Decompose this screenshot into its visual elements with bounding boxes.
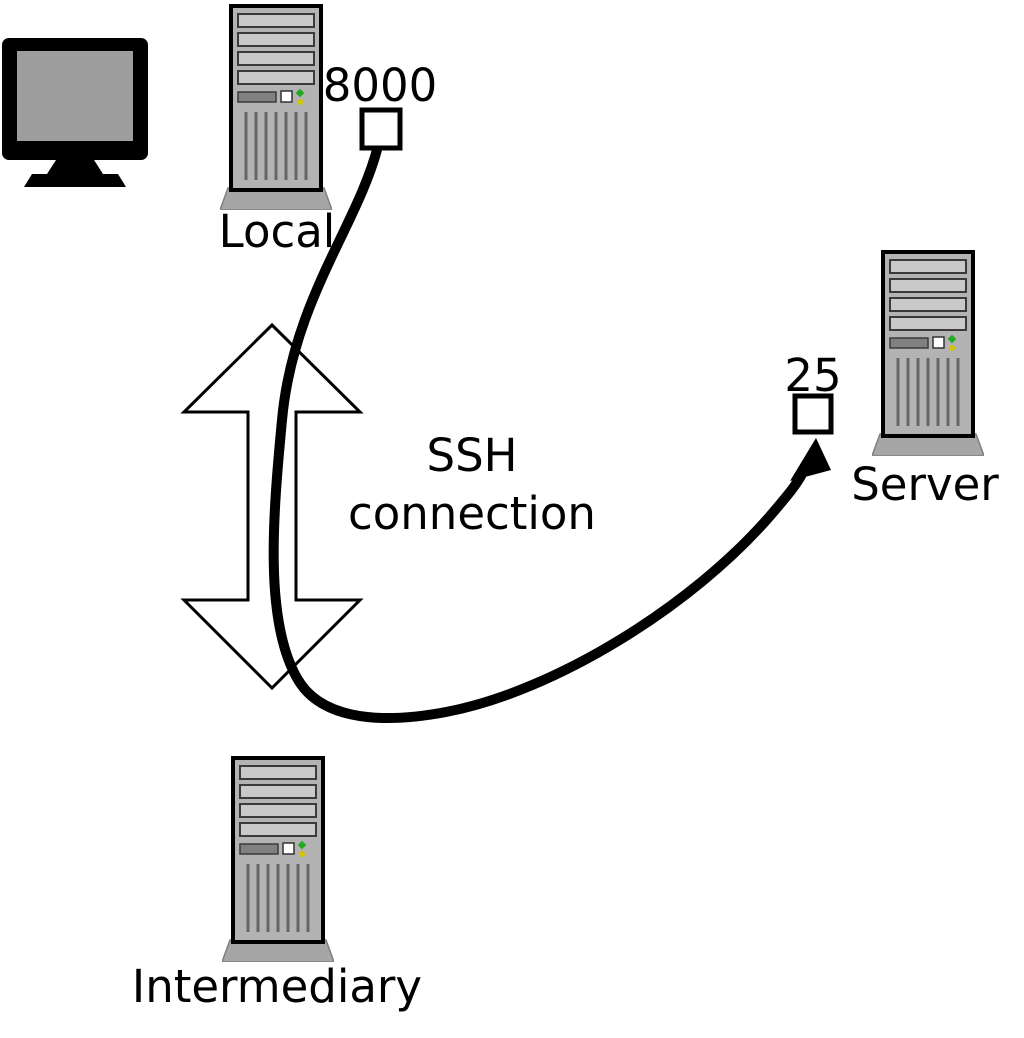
- ssh-connection-label-line2: connection: [348, 487, 596, 540]
- monitor-icon: [2, 38, 148, 187]
- monitor-screen: [15, 49, 135, 143]
- local-computer-icon: [220, 4, 332, 210]
- intermediary-label: Intermediary: [132, 960, 422, 1013]
- port-25-box: [792, 393, 834, 435]
- port-25-label: 25: [784, 349, 841, 402]
- server-computer-icon: [872, 250, 984, 456]
- tunnel-arrowhead: [790, 438, 831, 481]
- server-label: Server: [851, 458, 999, 511]
- port-8000-label: 8000: [323, 59, 438, 112]
- intermediary-computer-icon: [222, 756, 334, 962]
- ssh-connection-label-line1: SSH: [427, 429, 518, 482]
- monitor-stand: [47, 160, 103, 174]
- tunnel-cable: [268, 141, 810, 724]
- local-label: Local: [219, 205, 336, 258]
- port-8000-box: [359, 107, 403, 151]
- monitor-base: [24, 174, 126, 187]
